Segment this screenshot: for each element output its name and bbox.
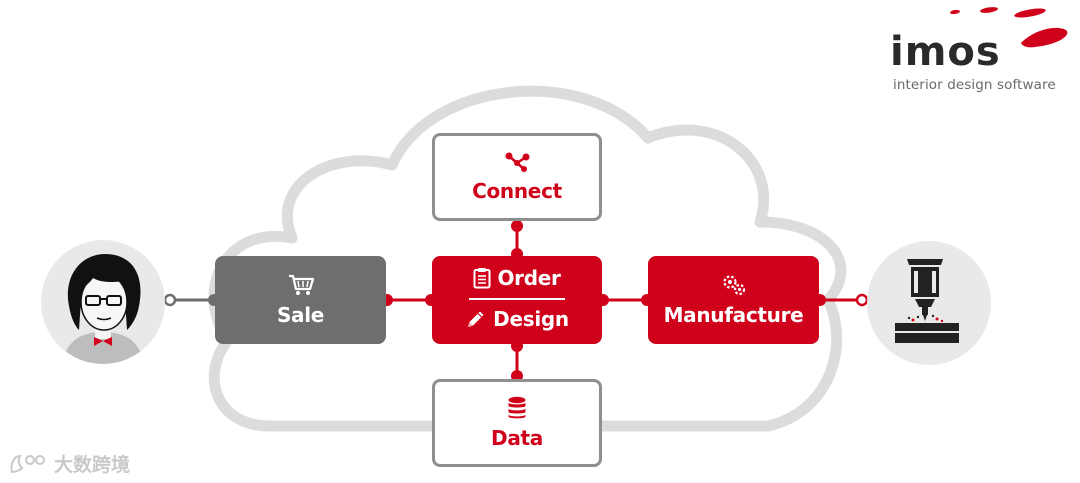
- imos-logo: imos interior design software: [885, 5, 1075, 100]
- connect-node: Connect: [432, 133, 602, 221]
- connect-label: Connect: [472, 179, 562, 203]
- cnc-machine-icon: [895, 259, 959, 343]
- watermark: 大数跨境: [8, 450, 130, 477]
- logo-wordmark: imos: [890, 29, 1001, 75]
- data-label: Data: [491, 426, 543, 450]
- manufacture-label: Manufacture: [663, 303, 804, 327]
- connector-dot: [511, 220, 523, 232]
- order-design-node: Order Design: [432, 256, 602, 344]
- woman-with-glasses-avatar-icon: [63, 254, 143, 364]
- sale-label: Sale: [276, 303, 325, 327]
- customer-avatar: [41, 240, 165, 364]
- logo-tagline: interior design software: [893, 77, 1056, 93]
- order-row: Order: [473, 263, 561, 293]
- connector-dot: [163, 293, 177, 307]
- shopping-cart-icon: [288, 274, 314, 295]
- gears-icon: [722, 275, 745, 296]
- sale-node: Sale: [215, 256, 386, 344]
- data-node: Data: [432, 379, 602, 467]
- database-icon: [508, 396, 526, 419]
- logo-swoosh-icon: [950, 7, 1068, 48]
- manufacture-node: Manufacture: [648, 256, 819, 344]
- cnc-machine: [867, 241, 991, 365]
- design-label: Design: [493, 307, 569, 331]
- watermark-text: 大数跨境: [54, 454, 131, 476]
- clipboard-icon: [473, 268, 491, 289]
- order-design-divider: [469, 298, 565, 300]
- order-label: Order: [497, 266, 561, 290]
- connector-dot: [855, 293, 869, 307]
- pencil-icon: [468, 311, 484, 327]
- share-network-icon: [505, 152, 530, 172]
- design-row: Design: [465, 304, 569, 334]
- watermark-logo-icon: [10, 454, 45, 473]
